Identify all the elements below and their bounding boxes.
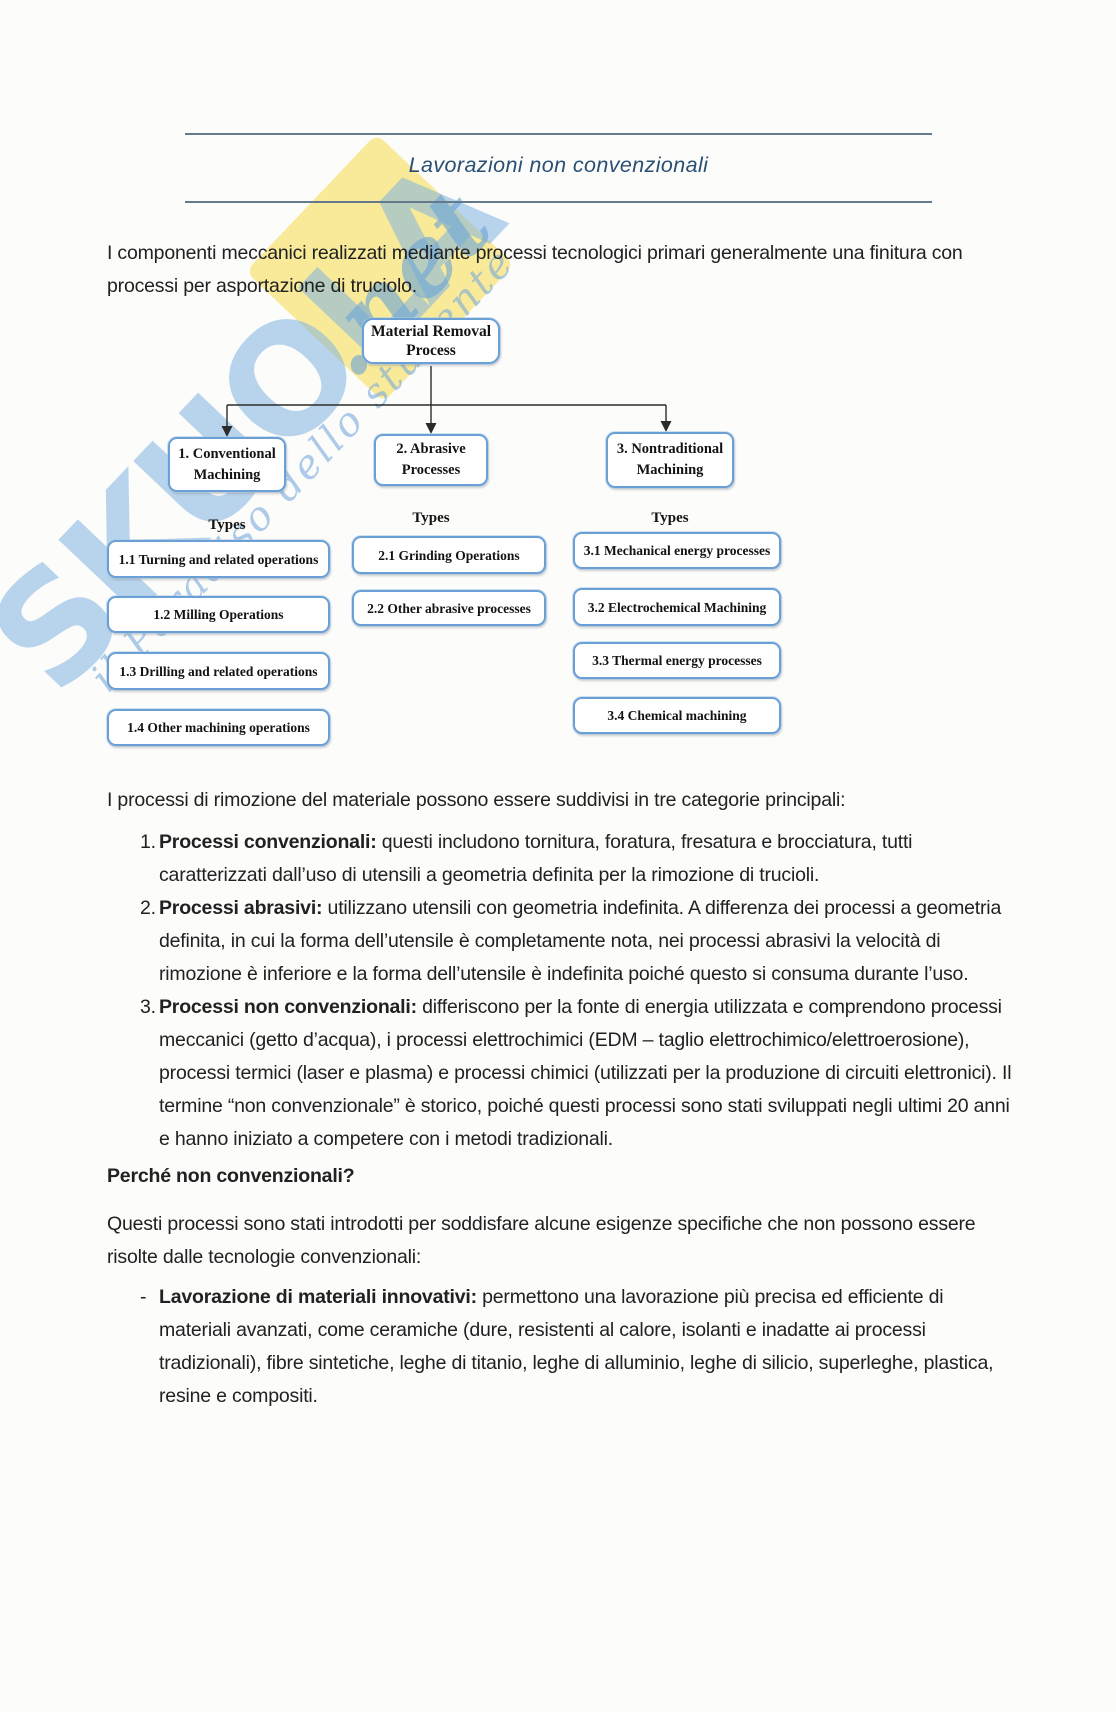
types-label-2: Types	[412, 510, 450, 526]
page-title: Lavorazioni non convenzionali	[408, 153, 709, 177]
flowchart-leaf-1-2: 1.2 Milling Operations	[107, 596, 330, 633]
title-block: Lavorazioni non convenzionali	[185, 133, 932, 203]
list-number: 3.	[140, 996, 156, 1018]
intro-paragraph: I componenti meccanici realizzati median…	[107, 242, 963, 297]
list-item-text: differiscono per la fonte di energia uti…	[159, 996, 1012, 1150]
flowchart-leaf-1-1: 1.1 Turning and related operations	[107, 540, 330, 578]
section-heading: Perché non convenzionali?	[107, 1165, 355, 1187]
list-item-lead: Processi non convenzionali:	[159, 996, 417, 1018]
flowchart-branch-nontraditional: 3. Nontraditional Machining	[606, 432, 734, 488]
connector-lines	[221, 366, 672, 437]
list-dash: -	[140, 1286, 147, 1308]
list-item-text: questi includono tornitura, foratura, fr…	[159, 831, 913, 886]
list-item-lead: Lavorazione di materiali innovativi:	[159, 1286, 477, 1308]
flowchart-branch-abrasive: 2. Abrasive Processes	[374, 434, 488, 486]
list-item-lead: Processi convenzionali:	[159, 831, 377, 853]
why-intro-paragraph: Questi processi sono stati introdotti pe…	[107, 1213, 976, 1268]
flowchart-leaf-3-4: 3.4 Chemical machining	[573, 697, 781, 734]
flowchart-leaf-3-2: 3.2 Electrochemical Machining	[573, 588, 781, 626]
list-item: -Lavorazione di materiali innovativi: pe…	[107, 1281, 1016, 1413]
numbered-list: 1.Processi convenzionali: questi includo…	[107, 826, 1016, 1156]
flowchart-root-box: Material Removal Process	[362, 318, 500, 364]
list-number: 2.	[140, 897, 156, 919]
list-item: 3.Processi non convenzionali: differisco…	[107, 991, 1016, 1156]
page-content: Lavorazioni non convenzionali I componen…	[0, 133, 1116, 1413]
list-item-text: permettono una lavorazione più precisa e…	[159, 1286, 994, 1407]
list-item-text: utilizzano utensili con geometria indefi…	[159, 897, 1002, 985]
list-item: 2.Processi abrasivi: utilizzano utensili…	[107, 892, 1016, 991]
flowchart-branch-conventional: 1. Conventional Machining	[168, 437, 286, 492]
flowchart-leaf-2-2: 2.2 Other abrasive processes	[352, 590, 546, 626]
list-item: 1.Processi convenzionali: questi includo…	[107, 826, 1016, 892]
material-removal-flowchart: Material Removal Process 1. Conventional…	[107, 310, 797, 756]
flowchart-leaf-1-4: 1.4 Other machining operations	[107, 709, 330, 746]
dash-list: -Lavorazione di materiali innovativi: pe…	[107, 1281, 1016, 1413]
document-page: { "title": { "text": "Lavorazioni non co…	[0, 131, 1116, 1712]
flowchart-leaf-3-1: 3.1 Mechanical energy processes	[573, 532, 781, 569]
list-number: 1.	[140, 831, 156, 853]
types-label-1: Types	[208, 517, 246, 533]
flowchart-leaf-2-1: 2.1 Grinding Operations	[352, 536, 546, 574]
flowchart-leaf-1-3: 1.3 Drilling and related operations	[107, 652, 330, 690]
list-item-lead: Processi abrasivi:	[159, 897, 323, 919]
categories-lead: I processi di rimozione del materiale po…	[107, 789, 846, 811]
types-label-3: Types	[651, 510, 689, 526]
flowchart-leaf-3-3: 3.3 Thermal energy processes	[573, 642, 781, 679]
